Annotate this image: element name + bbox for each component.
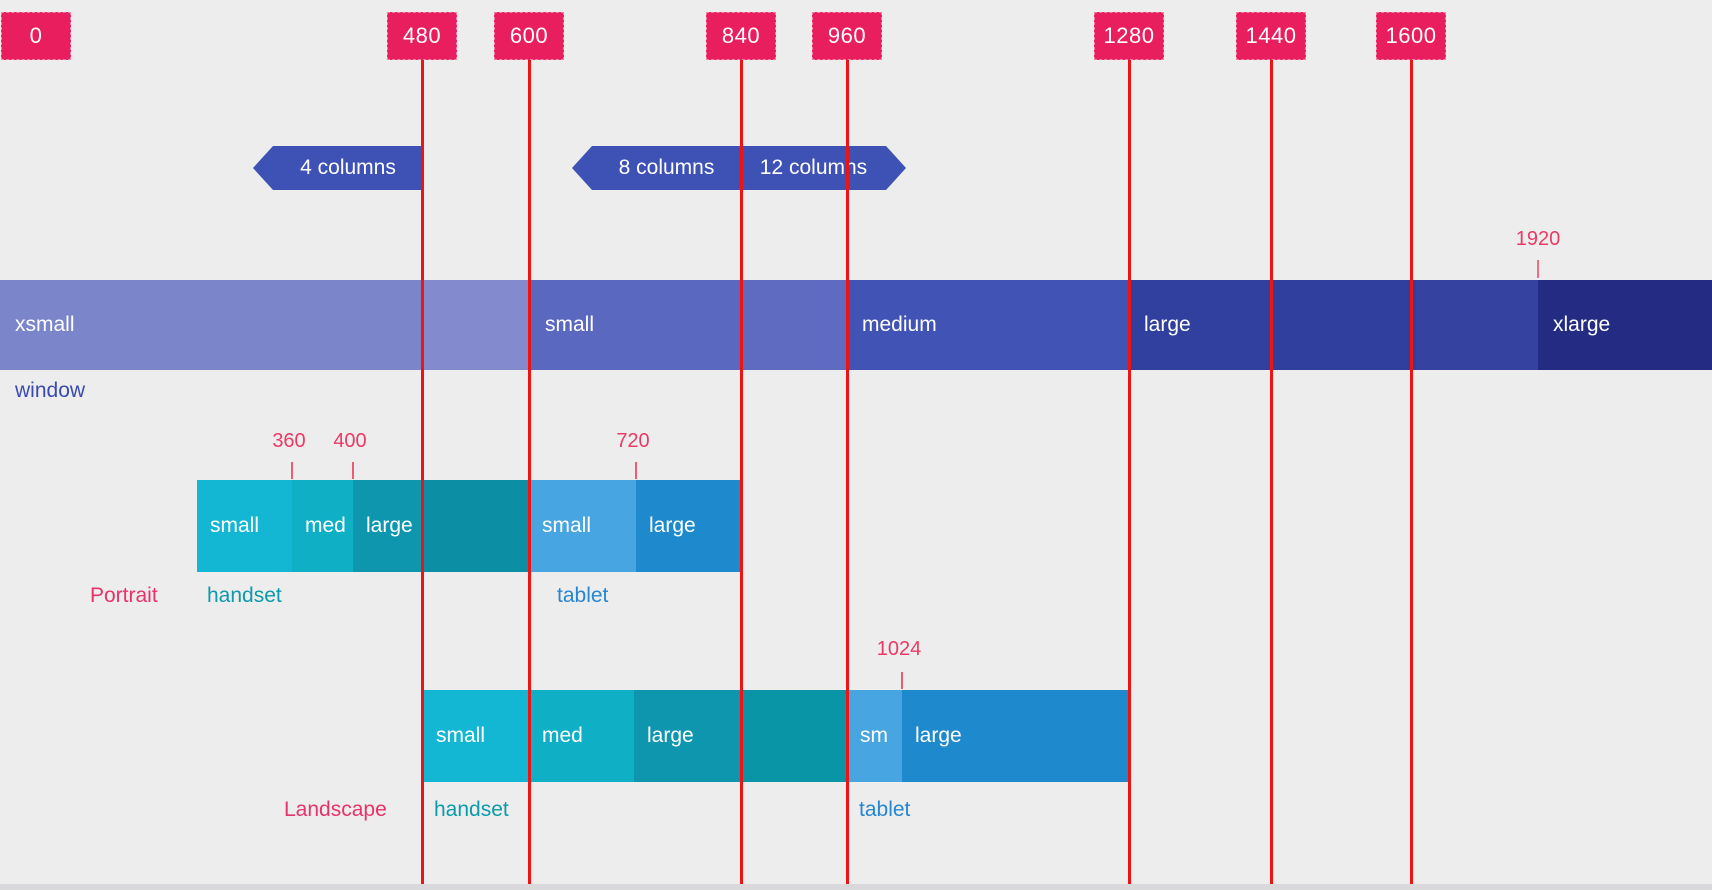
columns-chip-label: 8 columns [618, 156, 715, 179]
window-bar-label-medium: medium [862, 313, 937, 336]
canvas-bottom-edge [0, 884, 1712, 890]
window-bar-segment [423, 280, 530, 370]
landscape-tablet-label: tablet [859, 798, 911, 821]
breakpoint-line-600 [527, 58, 531, 884]
window-bar-segment [1416, 280, 1538, 370]
landscape-handset-bar-label-large: large [647, 724, 694, 747]
window-bar-segment [741, 280, 847, 370]
portrait-tick-720 [635, 462, 637, 479]
breakpoint-box-1280: 1280 [1094, 12, 1164, 60]
portrait-handset-label: handset [207, 584, 282, 607]
window-bar-segment-medium: medium [847, 280, 1129, 370]
landscape-handset-bar-segment-large: large [634, 690, 741, 782]
portrait-annotation-400: 400 [333, 430, 367, 452]
breakpoint-box-0: 0 [1, 12, 71, 60]
landscape-handset-bar-segment [741, 690, 847, 782]
breakpoint-box-600: 600 [494, 12, 564, 60]
portrait-tablet-bar-label-small: small [542, 514, 592, 537]
columns-chip-label: 4 columns [300, 156, 396, 179]
portrait-handset-bar-label-med: med [305, 514, 346, 537]
window-bar-label-large: large [1144, 313, 1191, 336]
portrait-tick-360 [291, 462, 293, 479]
columns-chip-label: 12 columns [759, 156, 868, 179]
breakpoint-line-1440 [1269, 58, 1273, 884]
window-bar: xsmall small medium large xlarge [0, 280, 1712, 370]
portrait-handset-bar-label-large: large [366, 514, 413, 537]
window-bar-segment-small: small [530, 280, 741, 370]
window-bar-segment-xlarge: xlarge [1538, 280, 1712, 370]
landscape-tablet-bar-label-sm: sm [860, 724, 888, 747]
breakpoint-box-1600: 1600 [1376, 12, 1446, 60]
breakpoint-line-840 [739, 58, 743, 884]
portrait-handset-bar: small med large [0, 480, 1712, 572]
landscape-tablet-bar-segment-sm: sm [847, 690, 902, 782]
breakpoint-line-480 [420, 58, 424, 884]
portrait-handset-bar-segment [423, 480, 529, 572]
portrait-tablet-bar-segment-large: large [636, 480, 741, 572]
landscape-handset-bar: small med large [0, 690, 1712, 782]
portrait-annotation-360: 360 [272, 430, 306, 452]
marker-1920-tick [1537, 260, 1539, 278]
columns-chip-2: 8 columns 12 columns [572, 146, 906, 190]
portrait-tablet-bar-segment-small: small [529, 480, 636, 572]
landscape-tablet-bar-segment-large: large [902, 690, 1129, 782]
columns-chip-1: 4 columns [253, 146, 423, 190]
landscape-row-title: Landscape [284, 798, 387, 821]
portrait-handset-bar-label-small: small [210, 514, 260, 537]
portrait-tablet-bar-label-large: large [649, 514, 696, 537]
portrait-row-title: Portrait [90, 584, 158, 607]
landscape-handset-bar-segment-small: small [423, 690, 529, 782]
breakpoint-box-480: 480 [387, 12, 457, 60]
window-bar-label-small: small [545, 313, 595, 336]
window-bar-label-xsmall: xsmall [15, 313, 75, 336]
window-bar-segment-xsmall: xsmall [0, 280, 423, 370]
landscape-tablet-bar-label-large: large [915, 724, 962, 747]
portrait-tablet-bar: small large [0, 480, 1712, 572]
landscape-tablet-bar: sm large [0, 690, 1712, 782]
portrait-handset-bar-segment-large: large [353, 480, 423, 572]
portrait-annotation-720: 720 [616, 430, 650, 452]
breakpoint-box-960: 960 [812, 12, 882, 60]
landscape-tick-1024 [901, 672, 903, 689]
breakpoint-box-840: 840 [706, 12, 776, 60]
breakpoint-line-1280 [1127, 58, 1131, 884]
breakpoint-box-1440: 1440 [1236, 12, 1306, 60]
breakpoint-line-1600 [1409, 58, 1413, 884]
portrait-handset-bar-segment-med: med [292, 480, 353, 572]
landscape-handset-label: handset [434, 798, 509, 821]
window-bar-segment [1271, 280, 1416, 370]
breakpoint-line-960 [845, 58, 849, 884]
window-bar-label-xlarge: xlarge [1553, 313, 1611, 336]
window-bar-segment-large: large [1129, 280, 1271, 370]
landscape-handset-bar-label-small: small [436, 724, 486, 747]
window-row-label: window [15, 379, 86, 402]
landscape-handset-bar-segment-med: med [529, 690, 634, 782]
marker-1920-label: 1920 [1515, 228, 1561, 250]
landscape-annotation-1024: 1024 [876, 638, 922, 660]
landscape-handset-bar-label-med: med [542, 724, 583, 747]
portrait-tick-400 [352, 462, 354, 479]
portrait-tablet-label: tablet [557, 584, 609, 607]
portrait-handset-bar-segment-small: small [197, 480, 292, 572]
